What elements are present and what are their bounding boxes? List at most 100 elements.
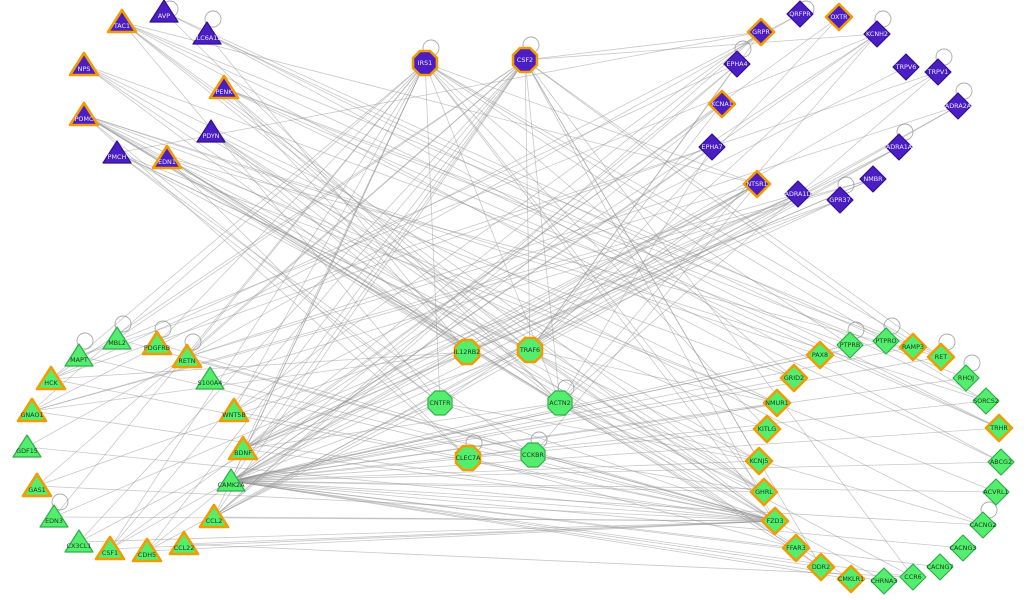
edge-ACTN2-CHRNA3[interactable] [559, 402, 885, 582]
diamond-node-shape[interactable] [972, 387, 1000, 415]
diamond-node-shape[interactable] [836, 564, 866, 594]
diamond-node-shape[interactable] [859, 165, 887, 193]
edge-CX3CL1-NTSR1[interactable] [78, 183, 758, 543]
edge-ACTN2-AVP[interactable] [163, 11, 561, 404]
diamond-node-shape[interactable] [926, 553, 954, 581]
edge-POMC-GRID2[interactable] [83, 114, 795, 379]
edge-FZD3-BDNF[interactable] [242, 448, 776, 522]
triangle-node-shape[interactable] [149, 0, 179, 23]
edge-IRS1-RET[interactable] [424, 62, 942, 358]
edge-TAC1-RET[interactable] [121, 21, 942, 358]
edge-FZD3-GAS1[interactable] [36, 485, 776, 522]
diamond-node-shape[interactable] [752, 414, 782, 444]
octagon-node-shape[interactable] [520, 442, 546, 468]
edge-IL12RB2-POMC[interactable] [83, 114, 468, 353]
node-TRPV6[interactable]: TRPV6 [892, 53, 920, 81]
node-CCR6[interactable]: CCR6 [899, 563, 927, 591]
triangle-node-shape[interactable] [218, 397, 250, 423]
triangle-node-shape[interactable] [216, 468, 246, 492]
node-CACNG2[interactable]: CACNG2 [969, 511, 997, 539]
edge-NPS-NMUR1[interactable] [83, 64, 778, 404]
diamond-node-shape[interactable] [744, 446, 774, 476]
diamond-node-shape[interactable] [885, 133, 913, 161]
diamond-node-shape[interactable] [786, 0, 814, 28]
edge-NPS-DDR2[interactable] [83, 64, 822, 568]
diamond-node-shape[interactable] [746, 17, 776, 47]
triangle-node-shape[interactable] [227, 435, 259, 461]
node-WNT5B[interactable]: WNT5B [218, 397, 250, 423]
edge-MAPT-TRPV1[interactable] [78, 71, 939, 357]
edge-EDN1-ACVRL1[interactable] [166, 157, 997, 493]
octagon-node-shape[interactable] [516, 336, 544, 364]
edge-NPS-KCNJ5[interactable] [83, 64, 760, 462]
edge-CSF2-CSF1[interactable] [109, 59, 526, 550]
octagon-node-shape[interactable] [454, 444, 482, 472]
edge-TAC1-GRID2[interactable] [121, 21, 795, 379]
edge-CCL2-GRPR[interactable] [213, 31, 762, 518]
edge-IL12RB2-ADRA1D[interactable] [466, 193, 799, 353]
edge-FZD3-PDGFRB[interactable] [156, 343, 776, 522]
diamond-node-shape[interactable] [982, 478, 1010, 506]
edge-PDYN-CACNG2[interactable] [210, 131, 984, 526]
node-NPS[interactable]: NPS [68, 51, 100, 77]
node-PDYN[interactable]: PDYN [196, 119, 226, 143]
diamond-node-shape[interactable] [984, 413, 1014, 443]
node-CSF2[interactable]: CSF2 [511, 46, 539, 74]
edge-CAMK2A-SORCS2[interactable] [230, 400, 987, 482]
node-IL12RB2[interactable]: IL12RB2 [453, 338, 481, 366]
edge-TRAF6-GHRL[interactable] [529, 349, 765, 493]
triangle-node-shape[interactable] [106, 8, 138, 34]
edge-POMC-PAX8[interactable] [83, 114, 821, 356]
diamond-node-shape[interactable] [870, 567, 898, 595]
diamond-node-shape[interactable] [723, 50, 751, 78]
edge-ACTN2-BDNF[interactable] [242, 402, 561, 450]
diamond-node-shape[interactable] [987, 448, 1015, 476]
edge-PMCH-GRPR[interactable] [116, 31, 762, 154]
node-ABCG2[interactable]: ABCG2 [987, 448, 1015, 476]
edge-TAC1-GHRL[interactable] [121, 21, 765, 493]
edge-CSF1-NTSR1[interactable] [109, 183, 758, 550]
edge-WNT5B-GRPR[interactable] [233, 31, 762, 412]
node-CACNG3[interactable]: CACNG3 [949, 534, 977, 562]
edge-CAMK2A-FZD3[interactable] [230, 480, 776, 522]
edge-CCKBR-PMCH[interactable] [116, 152, 534, 456]
edge-CNTFR-KCNJ5[interactable] [439, 402, 760, 462]
diamond-node-shape[interactable] [836, 331, 864, 359]
edge-FZD3-GDF15[interactable] [26, 446, 776, 522]
edge-RETN-NTSR1[interactable] [186, 183, 758, 358]
edge-MAPT-KCNH2[interactable] [78, 33, 878, 357]
edge-AVP-PTPRO[interactable] [163, 11, 887, 342]
triangle-node-shape[interactable] [102, 326, 132, 350]
edge-CLEC7A-EDN1[interactable] [166, 157, 469, 459]
node-PENK[interactable]: PENK [208, 74, 240, 100]
edge-IRS1-KITLG[interactable] [424, 62, 768, 430]
edge-CAMK2A-GHRL[interactable] [230, 480, 765, 493]
node-EDN3[interactable]: EDN3 [39, 504, 69, 528]
node-ADRA1A[interactable]: ADRA1A [885, 133, 913, 161]
edge-IL12RB2-NPS[interactable] [83, 64, 468, 353]
edge-HCK-EPHA4[interactable] [50, 63, 738, 380]
triangle-node-shape[interactable] [141, 330, 173, 356]
edge-TRAF6-GRPR[interactable] [529, 31, 762, 351]
diamond-node-shape[interactable] [742, 169, 772, 199]
triangle-node-shape[interactable] [94, 535, 126, 561]
octagon-node-shape[interactable] [511, 46, 539, 74]
node-OXTR[interactable]: OXTR [824, 2, 854, 32]
node-IRS1[interactable]: IRS1 [411, 49, 439, 77]
edge-IL12RB2-GNAO1[interactable] [31, 351, 468, 412]
node-CLEC7A[interactable]: CLEC7A [454, 444, 482, 472]
edge-IRS1-HCK[interactable] [50, 62, 426, 380]
edge-CSF2-CAMK2A[interactable] [230, 59, 526, 482]
edge-EDN1-RET[interactable] [166, 157, 942, 358]
edge-CSF2-FZD3[interactable] [524, 59, 776, 522]
diamond-node-shape[interactable] [781, 533, 811, 563]
edge-TRAF6-NTSR1[interactable] [529, 183, 758, 351]
edge-CAMK2A-CACNG2[interactable] [230, 480, 984, 526]
edge-PMCH-CCR6[interactable] [116, 152, 914, 578]
edge-PENK-RAMP3[interactable] [223, 87, 914, 348]
edge-IRS1-GRID2[interactable] [424, 62, 795, 379]
node-TRPV1[interactable]: TRPV1 [924, 58, 952, 86]
edge-BDNF-KCNA1[interactable] [242, 103, 723, 450]
edge-ACTN2-TRPV1[interactable] [559, 71, 939, 404]
